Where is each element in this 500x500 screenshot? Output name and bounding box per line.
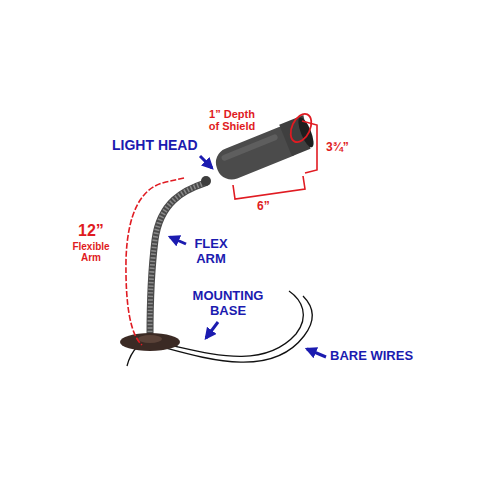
- dimension-label: 1” Depth of Shield: [203, 108, 261, 132]
- dimension-label: 6”: [257, 199, 270, 213]
- pointer-arrow: [200, 156, 212, 168]
- pointer-arrow: [206, 322, 218, 338]
- pointer-arrow: [170, 237, 186, 244]
- knuckle: [201, 176, 211, 186]
- part-name: FLEX ARM: [189, 236, 233, 266]
- dimension-label: Flexible Arm: [66, 241, 116, 263]
- highlight: [221, 134, 279, 162]
- dimension-label: 12”: [78, 222, 104, 240]
- shield-opening: [295, 116, 316, 149]
- depth-ellipse: [287, 111, 316, 146]
- height-bracket: [302, 121, 317, 173]
- part-name: MOUNTING BASE: [184, 288, 272, 318]
- part-name: BARE WIRES: [330, 348, 413, 363]
- part-name: LIGHT HEAD: [112, 137, 198, 153]
- arm-bracket: [126, 178, 184, 345]
- dimension-label: 3¾”: [326, 140, 349, 154]
- mounting-base: [120, 333, 180, 351]
- pointer-arrow: [307, 349, 326, 357]
- mounting-base-hub: [138, 335, 162, 343]
- length-bracket: [233, 176, 305, 199]
